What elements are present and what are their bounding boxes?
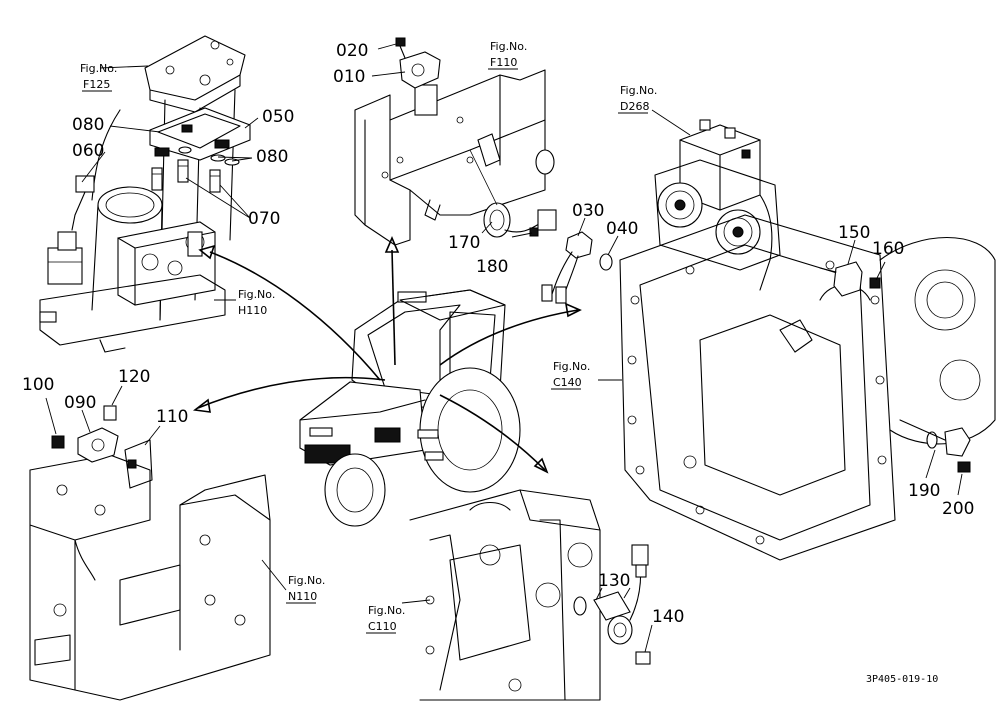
part-number-200: 200 [942, 499, 974, 519]
n110-frame [29, 405, 271, 701]
c140-leaders [598, 109, 963, 496]
fig-ref-f125-prefix: Fig.No. [80, 62, 117, 75]
fig-ref-n110-code: N110 [288, 590, 317, 603]
f110-leaders [371, 43, 533, 238]
fig-ref-f110-code: F110 [490, 56, 517, 69]
part-number-040: 040 [606, 219, 638, 239]
n110-leaders [45, 385, 287, 591]
part-number-190: 190 [908, 481, 940, 501]
f110-assembly [354, 37, 557, 246]
drawing-code: 3P405-019-10 [866, 674, 938, 685]
fig-ref-c110-prefix: Fig.No. [368, 604, 405, 617]
c140-transmission-case [619, 119, 996, 561]
tractor-illustration [299, 289, 521, 527]
bolt-070-set [151, 159, 221, 193]
part-number-090: 090 [64, 393, 96, 413]
part-number-030: 030 [572, 201, 604, 221]
part-number-020: 020 [336, 41, 368, 61]
part-number-070: 070 [248, 209, 280, 229]
fig-ref-n110-prefix: Fig.No. [288, 574, 325, 587]
sensor-030 [541, 231, 593, 304]
fig-ref-h110-code: H110 [238, 304, 267, 317]
fig-ref-f110-prefix: Fig.No. [490, 40, 527, 53]
part-number-100: 100 [22, 375, 54, 395]
part-number-060: 060 [72, 141, 104, 161]
part-number-050: 050 [262, 107, 294, 127]
fig-ref-h110-prefix: Fig.No. [238, 288, 275, 301]
c110-case [409, 489, 651, 701]
callout-arrows [192, 235, 582, 474]
fig-ref-f125-code: F125 [83, 78, 110, 91]
part-number-150: 150 [838, 223, 870, 243]
fig-ref-c140-prefix: Fig.No. [553, 360, 590, 373]
part-number-140: 140 [652, 607, 684, 627]
fig-ref-d268-prefix: Fig.No. [620, 84, 657, 97]
fig-ref-c140-code: C140 [553, 376, 582, 389]
part-number-130: 130 [598, 571, 630, 591]
fig-ref-c110-code: C110 [368, 620, 397, 633]
part-number-160: 160 [872, 239, 904, 259]
c110-leaders [401, 587, 653, 653]
f125-leaders [81, 65, 259, 219]
part-number-080-top: 080 [72, 115, 104, 135]
f125-assembly [39, 35, 251, 353]
part-number-010: 010 [333, 67, 365, 87]
part-number-110: 110 [156, 407, 188, 427]
washer-040 [599, 253, 613, 271]
part-number-180: 180 [476, 257, 508, 277]
fig-ref-d268-code: D268 [620, 100, 649, 113]
part-number-170: 170 [448, 233, 480, 253]
part-number-120: 120 [118, 367, 150, 387]
part-number-080-right: 080 [256, 147, 288, 167]
